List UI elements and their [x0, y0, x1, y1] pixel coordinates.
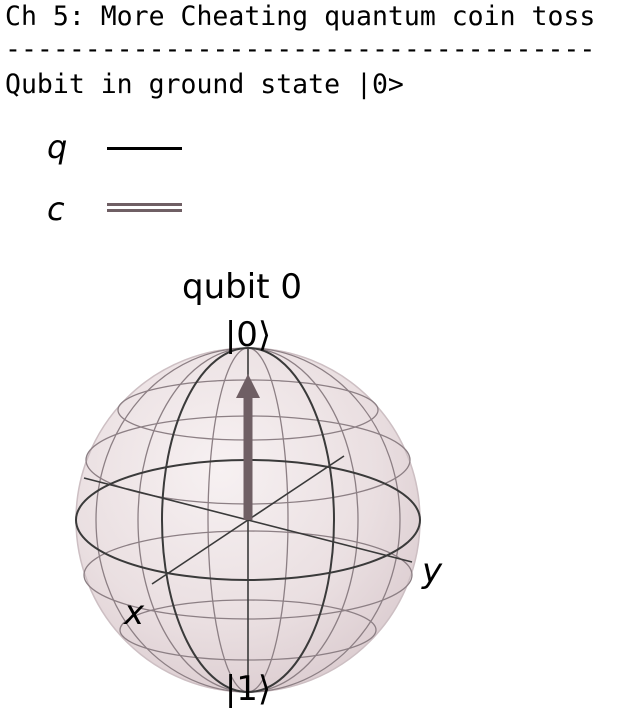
quantum-wire-label: q — [47, 128, 68, 166]
state-message: Qubit in ground state |0> — [5, 69, 404, 100]
y-axis-label: y — [421, 551, 443, 591]
state-vector — [236, 374, 260, 520]
quantum-wire — [107, 147, 182, 150]
ket-zero-label: |0⟩ — [225, 315, 271, 355]
chapter-heading: Ch 5: More Cheating quantum coin toss — [5, 1, 596, 32]
x-axis-label: x — [123, 593, 145, 633]
state-vector-arrowhead — [236, 374, 260, 398]
ket-one-label: |1⟩ — [225, 669, 271, 709]
bloch-title: qubit 0 — [182, 267, 302, 307]
classical-wire-label: c — [47, 190, 65, 228]
classical-wire — [107, 203, 182, 212]
separator-rule: ------------------------------------- — [5, 34, 596, 65]
bloch-sphere: qubit 0 |0⟩ |1⟩ x y — [75, 267, 443, 709]
